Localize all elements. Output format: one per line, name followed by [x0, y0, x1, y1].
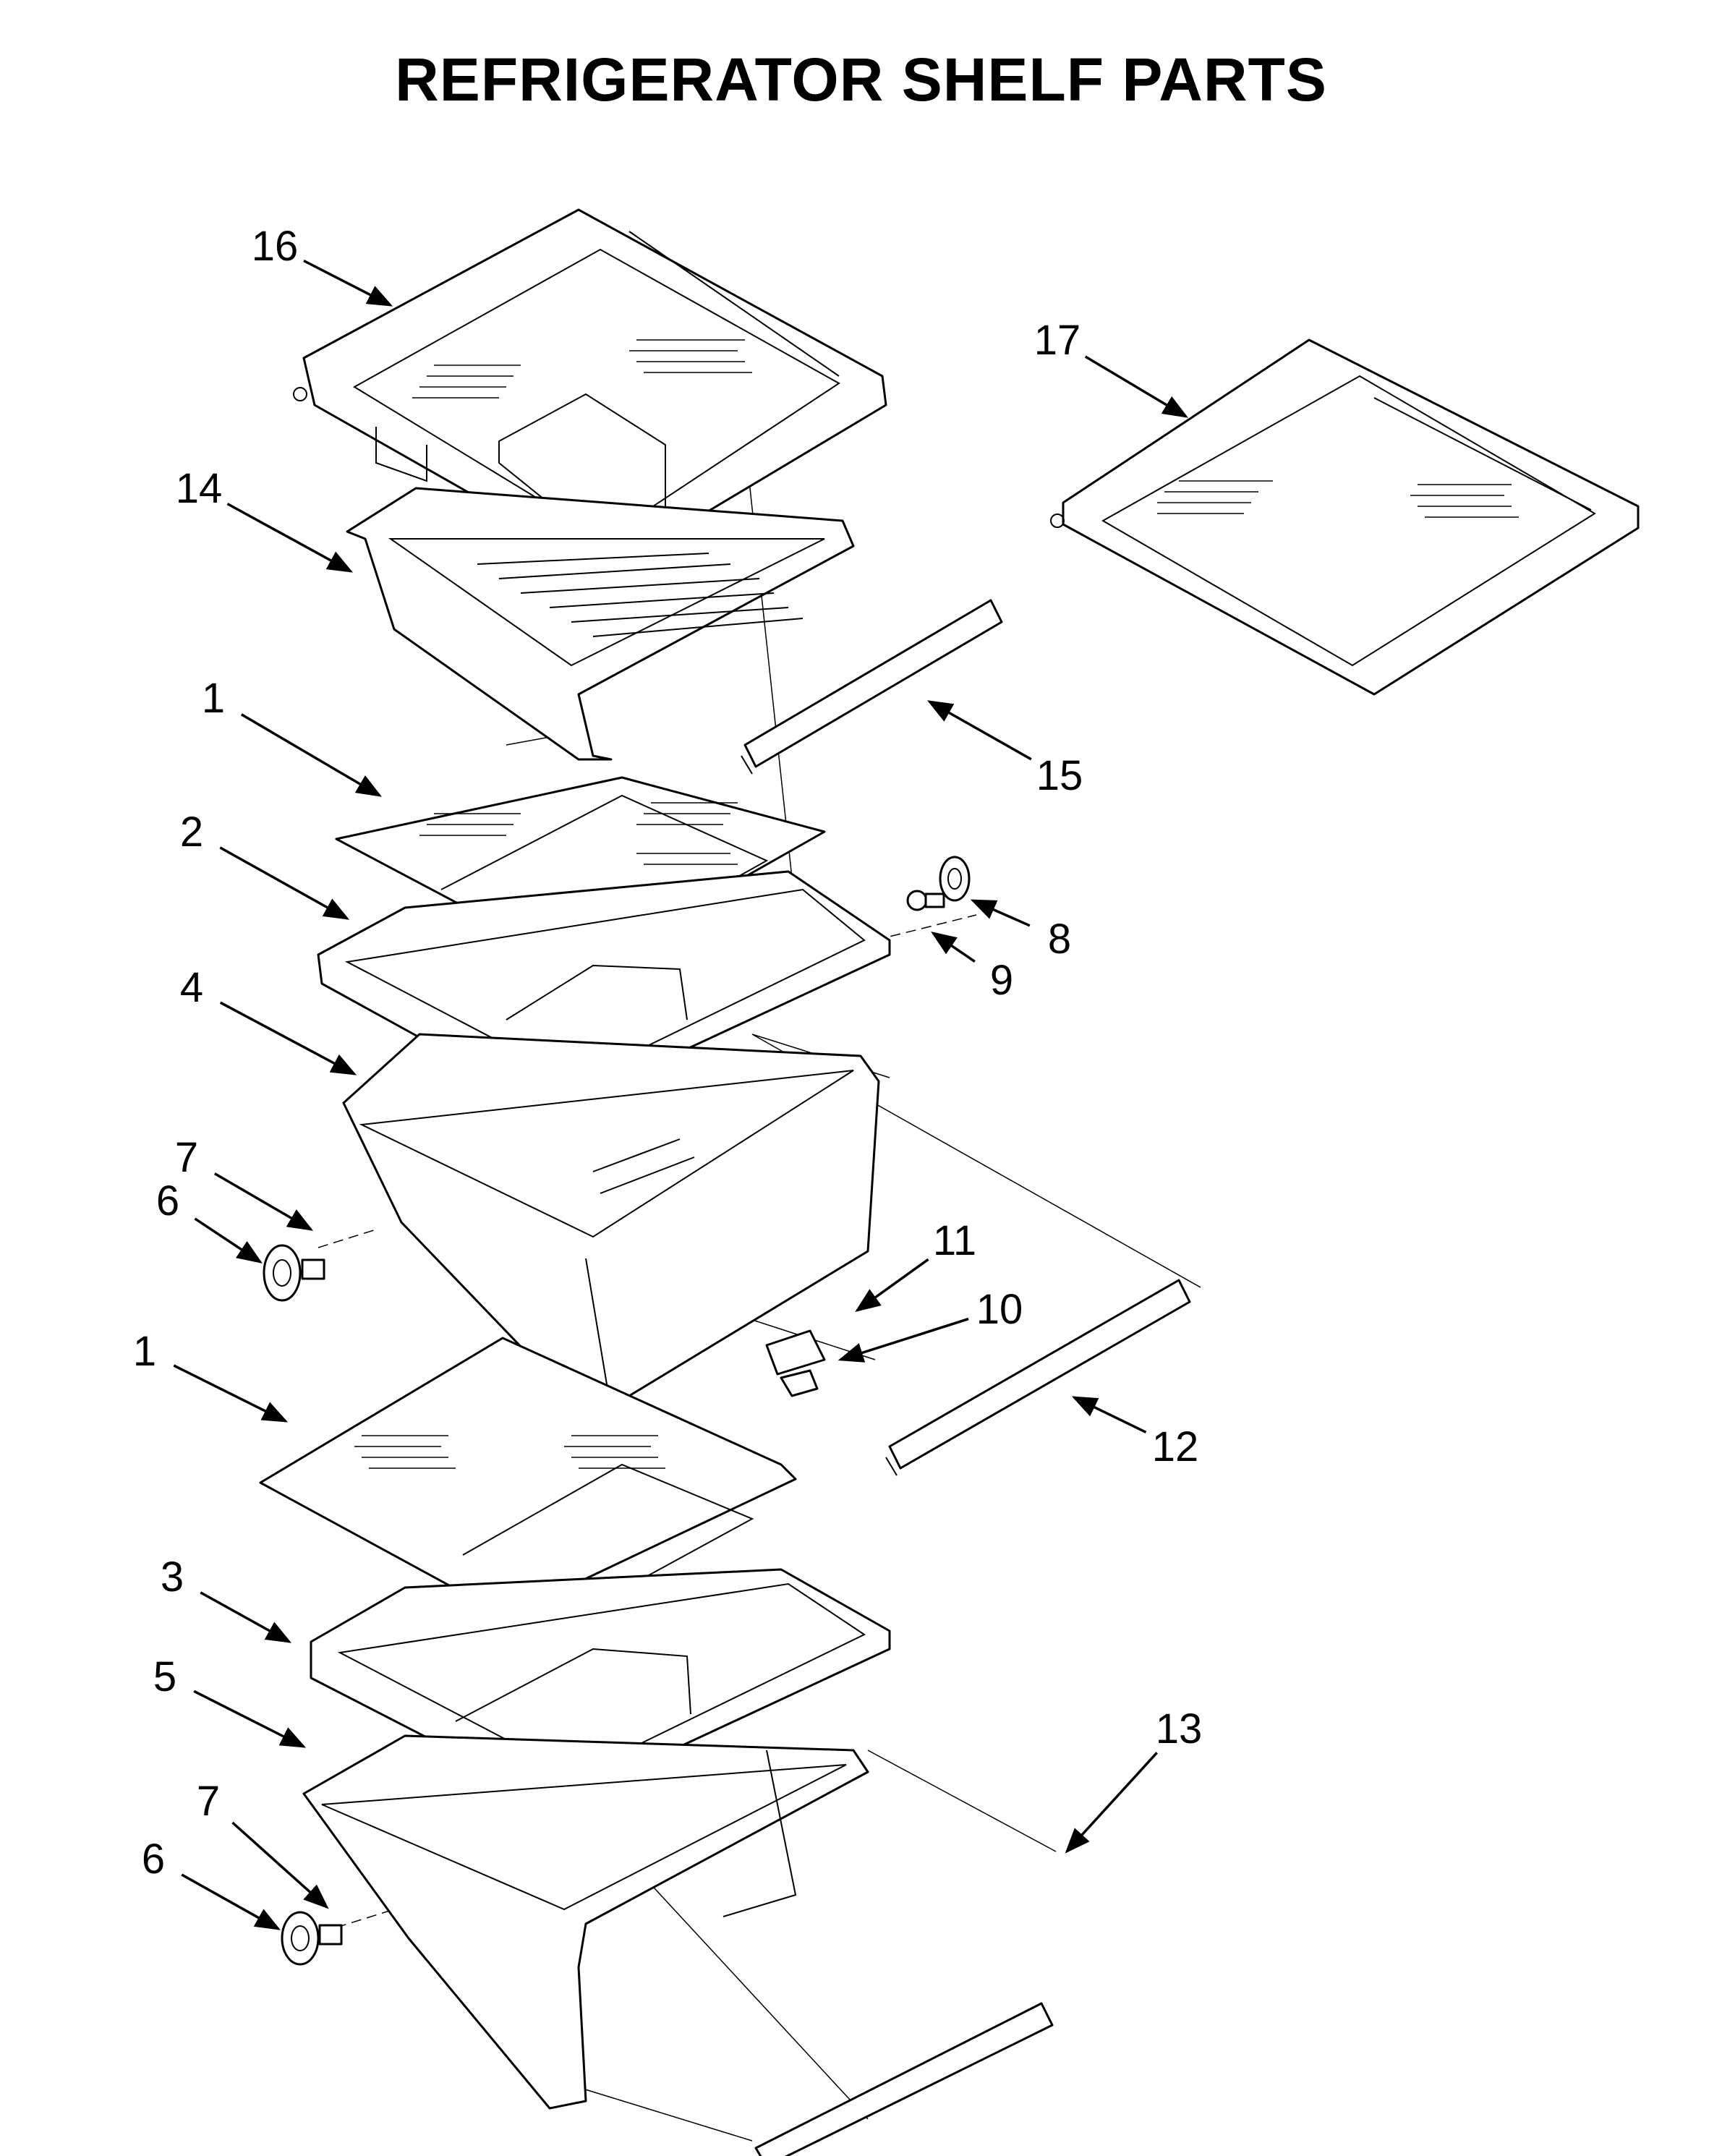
leader-arrow-c2	[219, 846, 350, 920]
bolt-9	[906, 890, 945, 911]
callout-c11: 11	[933, 1217, 976, 1264]
callout-c17: 17	[1034, 317, 1081, 364]
callout-c10: 10	[976, 1286, 1023, 1333]
callout-c15: 15	[1036, 752, 1083, 799]
callout-c9: 9	[990, 957, 1013, 1004]
crisper-cover-16	[293, 208, 887, 573]
callout-c13: 13	[1156, 1705, 1203, 1752]
leader-arrow-c17	[1084, 355, 1189, 418]
leader-arrow-c4	[219, 1001, 357, 1075]
leader-arrow-c6b	[181, 1873, 281, 1930]
callout-c2: 2	[180, 809, 203, 856]
leader-arrow-c11	[855, 1258, 929, 1313]
leader-arrow-c12	[1071, 1396, 1147, 1433]
leader-arrow-c7a	[214, 1172, 314, 1231]
leader-arrow-c13	[1065, 1752, 1158, 1854]
callout-c1a: 1	[202, 675, 225, 722]
callout-c5: 5	[153, 1653, 176, 1700]
crisper-drawer-4	[342, 1033, 880, 1408]
leader-arrow-c1b	[173, 1364, 289, 1423]
crisper-drawer-5	[302, 1734, 869, 2110]
deli-drawer-14	[346, 487, 855, 761]
callout-c6a: 6	[156, 1177, 179, 1224]
leader-arrow-c14	[226, 503, 354, 573]
callout-c8: 8	[1048, 916, 1071, 963]
drawer-trim-12	[885, 1279, 1191, 1476]
clip-11	[765, 1329, 826, 1376]
callout-c3: 3	[161, 1554, 184, 1601]
callout-c14: 14	[176, 465, 223, 512]
callout-c7a: 7	[175, 1134, 198, 1181]
glass-shelf-17	[1050, 338, 1640, 696]
callout-c4: 4	[180, 964, 203, 1011]
leader-arrow-c7b	[231, 1821, 329, 1909]
wheel-8	[939, 856, 971, 902]
axle-7-lower	[318, 1924, 343, 1946]
clip-10	[780, 1369, 819, 1397]
axle-7-upper	[301, 1258, 325, 1280]
leader-arrow-c3	[200, 1591, 292, 1643]
leader-arrow-c15	[926, 700, 1032, 761]
leader-arrow-c6a	[194, 1217, 263, 1264]
callout-c1b: 1	[133, 1328, 156, 1375]
leader-arrow-c10	[837, 1317, 969, 1363]
leader-arrow-c9	[931, 932, 976, 963]
leader-arrow-c8	[970, 899, 1031, 927]
leader-arrow-c1a	[240, 713, 383, 797]
wheel-6-upper	[263, 1244, 302, 1302]
callout-c12: 12	[1152, 1423, 1199, 1470]
callout-c16: 16	[252, 223, 299, 270]
glass-cover-1-lower	[259, 1337, 797, 1618]
wheel-6-lower	[281, 1911, 320, 1966]
callout-c6b: 6	[142, 1836, 165, 1883]
callout-c7b: 7	[197, 1778, 220, 1825]
leader-arrow-c5	[193, 1690, 307, 1748]
drawer-trim-15	[741, 599, 1003, 775]
drawer-trim-13	[754, 2002, 1054, 2156]
diagram-title: REFRIGERATOR SHELF PARTS	[395, 46, 1327, 114]
leader-arrow-c16	[303, 259, 393, 307]
